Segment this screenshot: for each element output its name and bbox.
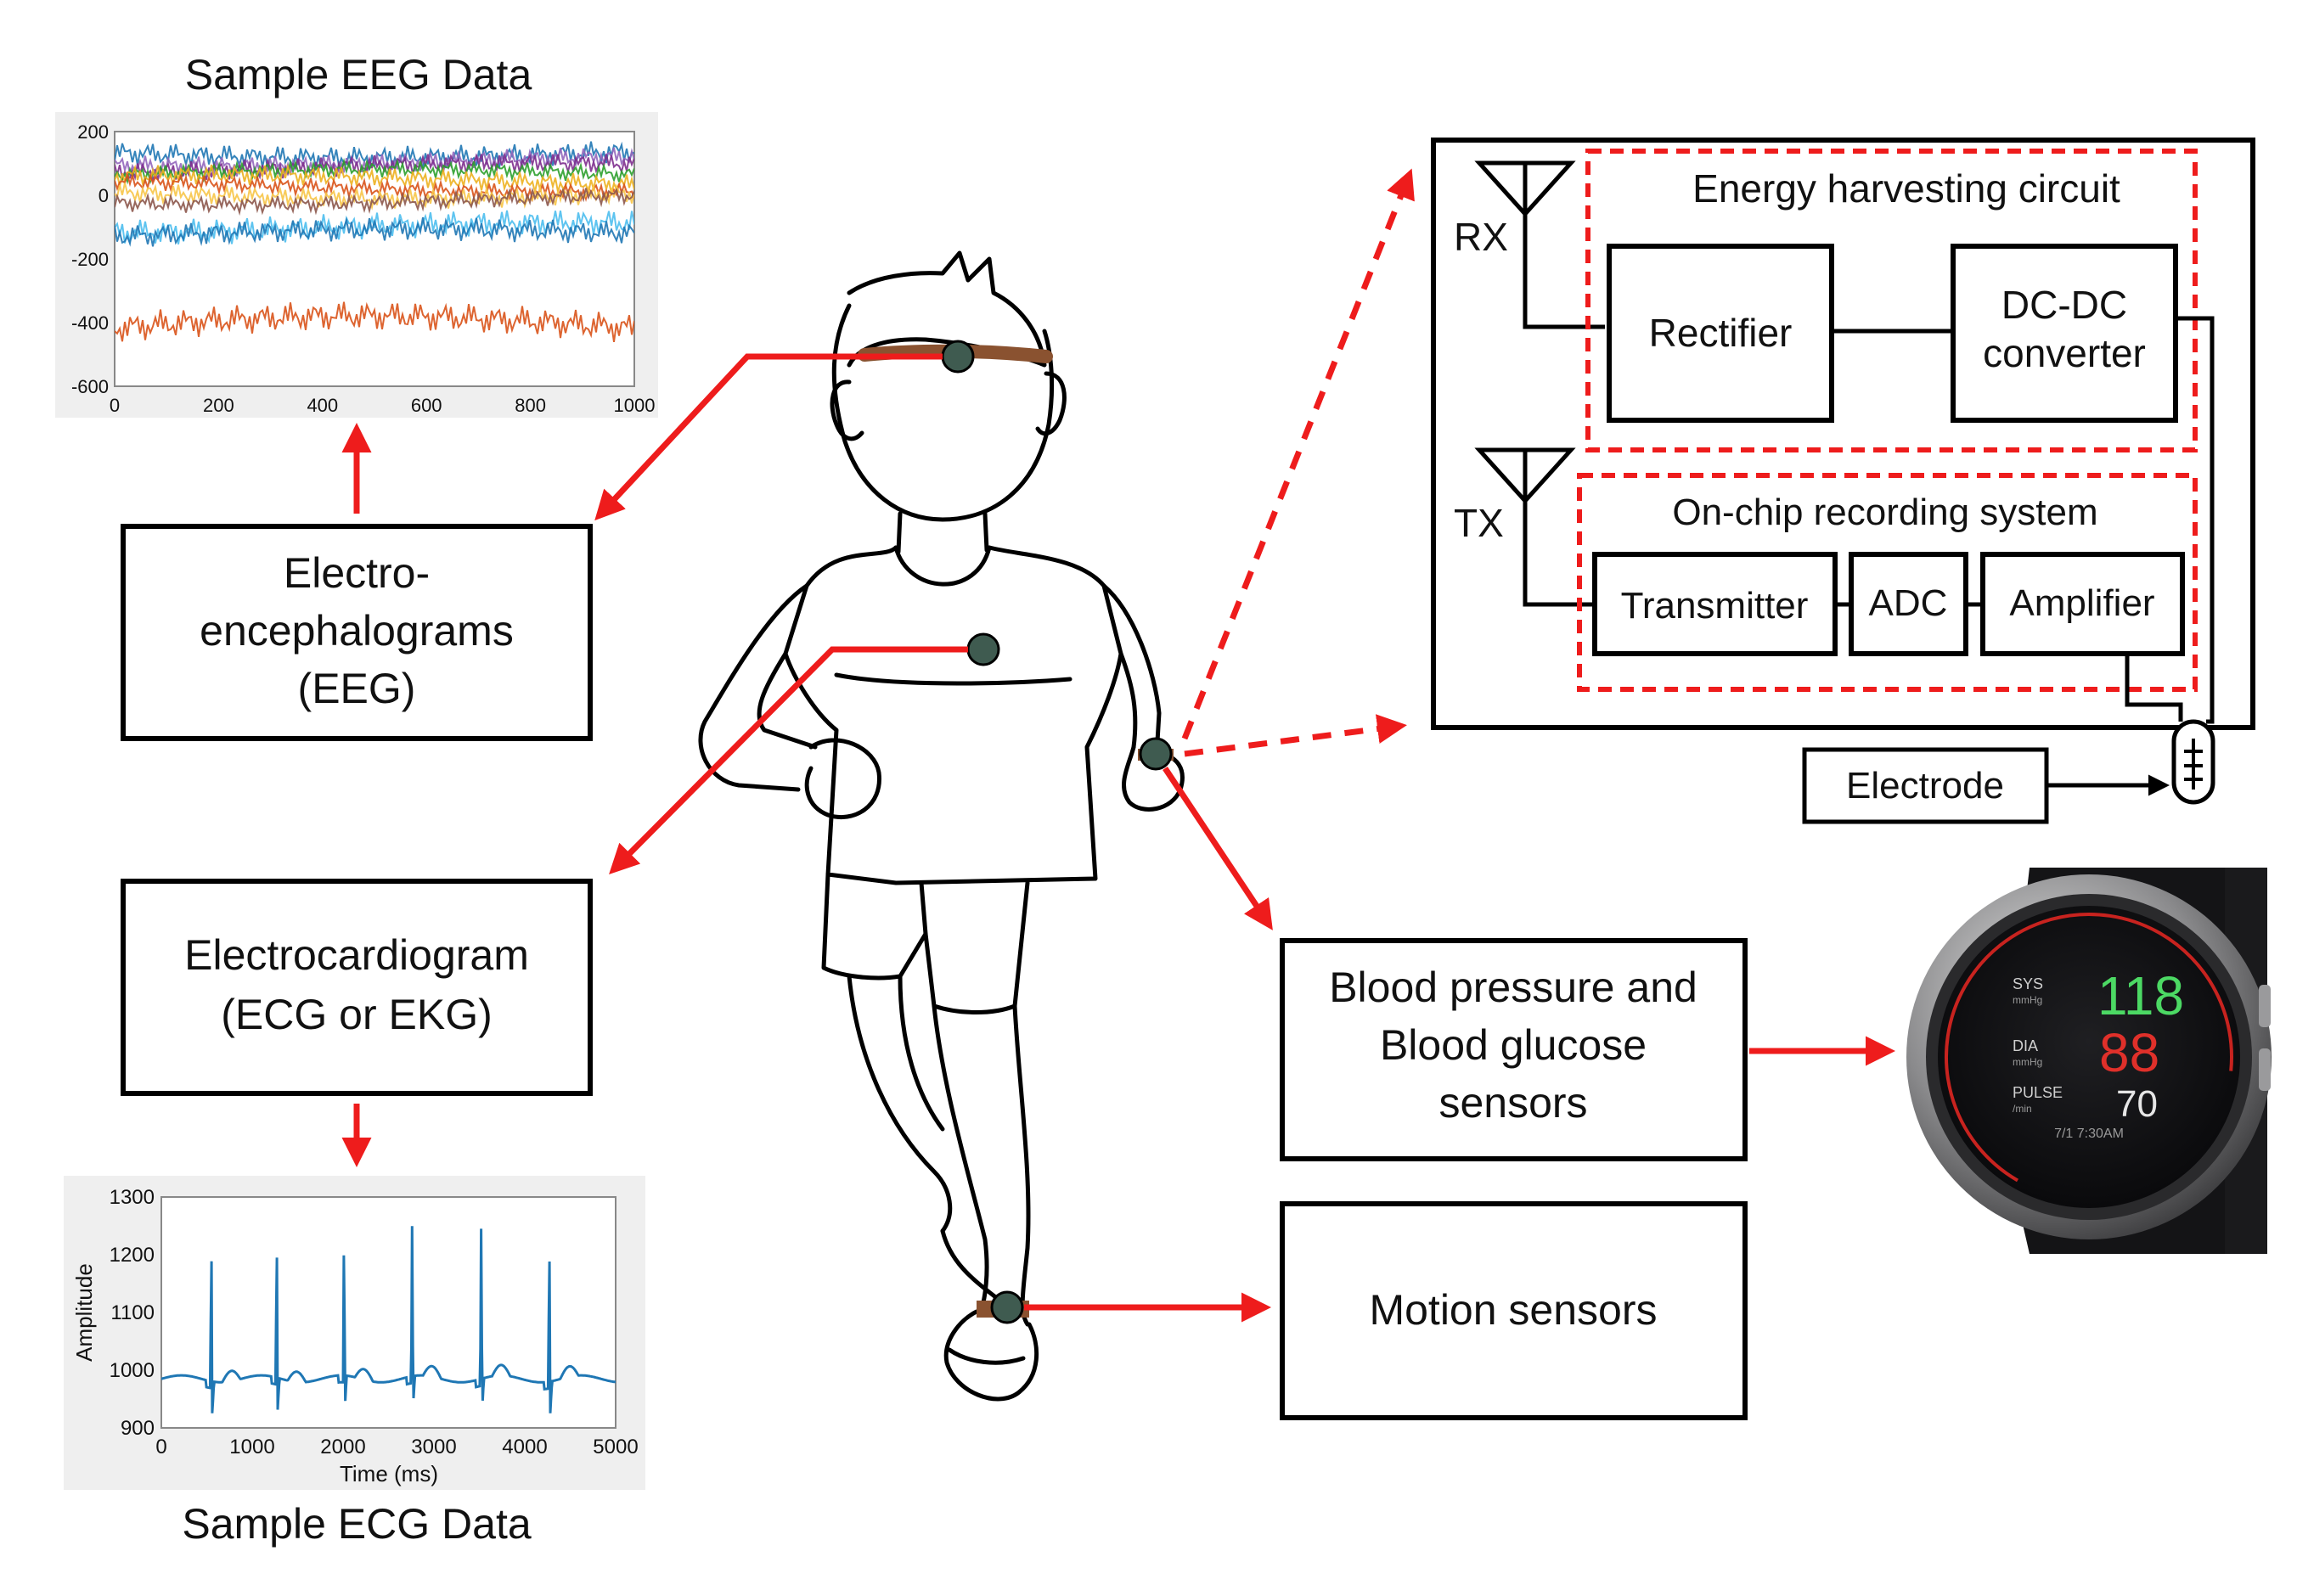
amp-to-electrode-wire: [2125, 654, 2183, 722]
rectifier-label: Rectifier: [1649, 311, 1793, 355]
motion-box-label: Motion sensors: [1369, 1286, 1657, 1334]
ecg-y-tick: 1100: [110, 1301, 155, 1324]
runner-figure: [698, 250, 1185, 1402]
rectifier-block: [1607, 244, 1834, 423]
adc-label: ADC: [1869, 582, 1948, 624]
eeg-y-tick: -200: [71, 249, 109, 270]
dcdc-to-electrode-wire: [2176, 316, 2215, 724]
eeg-x-tick: 0: [110, 395, 120, 416]
ecg-y-tick: 1300: [110, 1186, 155, 1209]
energy-title: Energy harvesting circuit: [1692, 166, 2120, 211]
eeg-channel-trace: [115, 216, 634, 247]
ecg-box: Electrocardiogram (ECG or EKG): [121, 879, 593, 1096]
circuit-diagram: RX Energy harvesting circuit Rectifier D…: [1431, 138, 2255, 824]
ecg-ylabel: Amplitude: [71, 1263, 97, 1362]
arrow-wrist-to-circuit-top: [1181, 168, 1415, 740]
chest-sensor: [966, 632, 1000, 666]
ecg-y-tick: 1000: [110, 1359, 155, 1382]
eeg-x-tick: 600: [411, 395, 442, 416]
tx-label: TX: [1454, 501, 1504, 545]
transmitter-label: Transmitter: [1621, 585, 1809, 627]
bp-box-line-2: Blood glucose: [1380, 1021, 1647, 1069]
ecg-x-tick: 3000: [411, 1436, 456, 1458]
eeg-channel-trace: [115, 187, 634, 216]
watch-datetime: 7/1 7:30AM: [2054, 1127, 2124, 1141]
eeg-traces: [115, 141, 634, 343]
eeg-y-tick: 200: [77, 121, 109, 143]
recording-title: On-chip recording system: [1672, 492, 2097, 533]
watch-pulse-label: PULSE: [2013, 1084, 2063, 1101]
arrow-head-to-eeg: [594, 353, 943, 521]
eeg-panel-title: Sample EEG Data: [185, 51, 532, 98]
ecg-x-tick: 0: [155, 1436, 166, 1458]
eeg-channel-trace: [115, 158, 634, 185]
motion-box: Motion sensors: [1280, 1201, 1748, 1420]
ecg-plot-area: [160, 1196, 616, 1429]
eeg-y-tick: 0: [99, 185, 109, 206]
eeg-channel-trace: [115, 183, 634, 211]
eeg-box-line-3: (EEG): [298, 665, 416, 712]
ecg-box-line-1: Electrocardiogram: [184, 931, 529, 979]
amplifier-block: [1980, 552, 2185, 656]
eeg-box-line-1: Electro-: [284, 549, 430, 597]
ecg-trace-group: [161, 1226, 616, 1413]
watch-dia-value: 88: [2099, 1022, 2159, 1083]
ecg-panel-title: Sample ECG Data: [182, 1500, 531, 1548]
watch-dia-unit: mmHg: [2013, 1056, 2042, 1068]
arrow-chest-to-ecg: [609, 646, 968, 874]
bp-box-line-1: Blood pressure and: [1329, 964, 1697, 1011]
ecg-box-line-2: (ECG or EKG): [221, 991, 492, 1038]
ankle-sensor: [990, 1290, 1024, 1324]
eeg-box: Electro- encephalograms (EEG): [121, 524, 593, 741]
arrow-wrist-to-circuit-bottom: [1184, 714, 1407, 757]
head-sensor: [941, 340, 975, 374]
smartwatch-image: SYS mmHg 118 DIA mmHg 88 PULSE /min 70 7…: [1906, 868, 2272, 1254]
dcdc-label-1: DC-DC: [2001, 283, 2127, 327]
ecg-x-tick: 1000: [229, 1436, 274, 1458]
eeg-channel-trace: [115, 301, 634, 343]
wrist-sensor: [1139, 737, 1173, 771]
red-connectors: [341, 168, 1895, 1323]
arrow-wrist-to-bp: [1163, 767, 1273, 930]
tx-antenna-icon: [1474, 447, 1596, 607]
eeg-x-tick: 1000: [614, 395, 656, 416]
watch-pulse-value: 70: [2116, 1083, 2158, 1125]
bp-box: Blood pressure and Blood glucose sensors: [1280, 938, 1748, 1161]
eeg-channel-trace: [115, 163, 634, 196]
watch-dia-label: DIA: [2013, 1037, 2038, 1054]
dcdc-block: [1951, 244, 2178, 423]
energy-harvesting-group: [1585, 149, 2198, 452]
electrode-icon: [2171, 719, 2215, 805]
electrode-label-box: [1802, 747, 2049, 824]
electrode-label: Electrode: [1846, 765, 2004, 806]
eeg-y-tick: -600: [71, 376, 109, 397]
dcdc-label-2: converter: [1983, 331, 2146, 375]
ecg-y-tick: 1200: [110, 1244, 155, 1267]
recording-system-group: [1577, 473, 2198, 692]
rx-label: RX: [1454, 215, 1508, 259]
eeg-x-tick: 200: [203, 395, 234, 416]
ecg-x-tick: 4000: [502, 1436, 547, 1458]
ecg-x-tick: 2000: [320, 1436, 365, 1458]
amplifier-label: Amplifier: [2009, 582, 2154, 624]
rx-antenna-icon: [1474, 160, 1605, 329]
ecg-x-tick: 5000: [593, 1436, 638, 1458]
eeg-y-tick: -400: [71, 312, 109, 334]
bp-box-line-3: sensors: [1438, 1079, 1587, 1127]
eeg-box-line-2: encephalograms: [200, 607, 514, 655]
eeg-x-tick: 400: [307, 395, 338, 416]
watch-pulse-unit: /min: [2013, 1103, 2032, 1115]
watch-sys-label: SYS: [2013, 975, 2043, 992]
eeg-x-tick: 800: [515, 395, 546, 416]
ecg-trace: [161, 1226, 616, 1413]
ecg-xlabel: Time (ms): [340, 1461, 438, 1486]
watch-sys-value: 118: [2097, 965, 2184, 1026]
ecg-y-tick: 900: [121, 1417, 155, 1440]
watch-sys-unit: mmHg: [2013, 994, 2042, 1006]
